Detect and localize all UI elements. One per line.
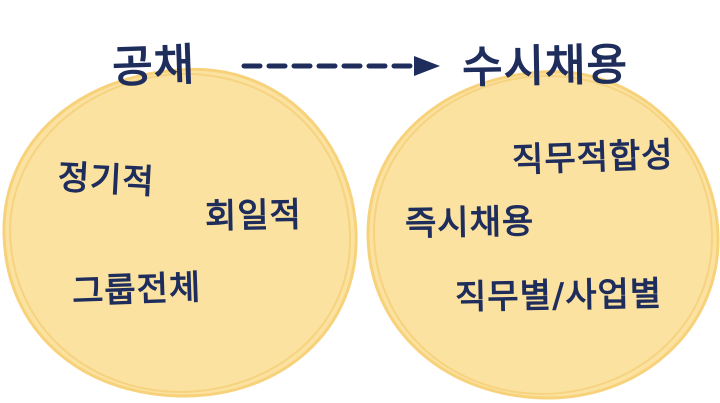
right-circle-fill [366, 70, 720, 400]
right-item-immediate-hiring: 즉시채용 [404, 201, 535, 245]
left-title: 공채 [111, 39, 196, 94]
arrow-head-icon [414, 56, 440, 76]
right-title: 수시채용 [461, 39, 629, 94]
left-item-regular: 정기적 [56, 157, 156, 203]
right-circle [366, 70, 720, 400]
right-item-job-fit: 직무적합성 [511, 135, 675, 181]
left-item-uniform: 회일적 [204, 195, 303, 237]
right-item-by-job-business: 직무별/사업별 [454, 274, 663, 318]
left-item-group-wide: 그룹전체 [71, 267, 202, 313]
left-circle [2, 67, 358, 398]
left-circle-fill [2, 67, 358, 398]
right-circle-sketch [372, 74, 714, 396]
left-circle-sketch [8, 72, 352, 394]
dashed-arrow [241, 56, 440, 76]
